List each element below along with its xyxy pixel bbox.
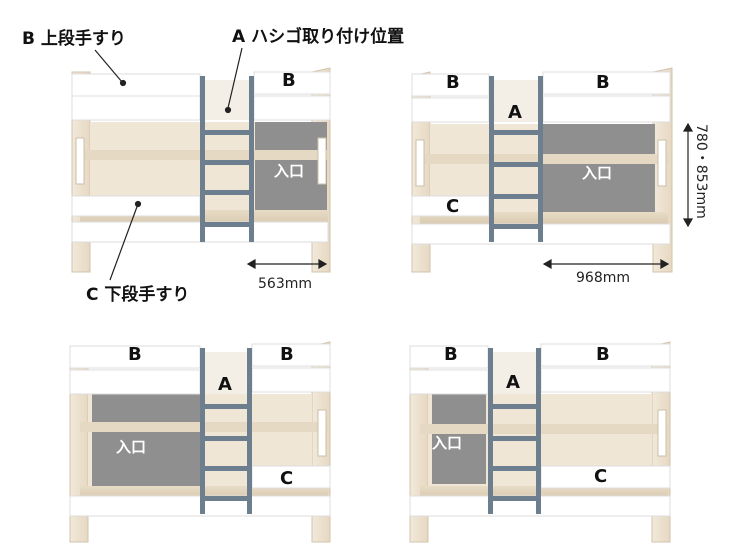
marker-c: C: [446, 196, 459, 217]
marker-b: B: [282, 70, 296, 91]
marker-entrance: 入口: [274, 162, 304, 180]
bed-variant-top-right: [411, 67, 673, 273]
dimension-width-long: [542, 258, 670, 270]
marker-b: B: [446, 72, 460, 93]
bed-variant-bottom-right: [409, 341, 671, 543]
dimension-width-short-label: 563mm: [258, 276, 312, 292]
marker-b: B: [596, 72, 610, 93]
ladder: [200, 76, 205, 242]
marker-a: A: [506, 372, 520, 393]
marker-b: B: [444, 344, 458, 365]
bed-variant-bottom-left: [69, 341, 331, 543]
marker-a: A: [218, 374, 232, 395]
bed-variant-top-left: [71, 67, 331, 273]
dimension-width-long-label: 968mm: [576, 270, 630, 286]
dimension-height-label: 780・853mm: [693, 124, 709, 219]
marker-entrance: 入口: [432, 434, 462, 452]
dimension-width-short: [246, 258, 328, 270]
entrance-shade: [255, 122, 327, 227]
marker-entrance: 入口: [116, 438, 146, 456]
dimension-height: [682, 122, 694, 228]
marker-c: C: [594, 466, 607, 487]
marker-c: C: [280, 468, 293, 489]
callout-b-upper-rail: B 上段手すり: [22, 28, 126, 49]
marker-entrance: 入口: [582, 164, 612, 182]
callout-lines: [94, 47, 243, 281]
marker-b: B: [596, 344, 610, 365]
marker-b: B: [280, 344, 294, 365]
marker-b: B: [128, 344, 142, 365]
marker-a: A: [508, 102, 522, 123]
callout-c-lower-rail: C 下段手すり: [86, 284, 189, 305]
callout-a-ladder-position: A ハシゴ取り付け位置: [232, 26, 404, 47]
